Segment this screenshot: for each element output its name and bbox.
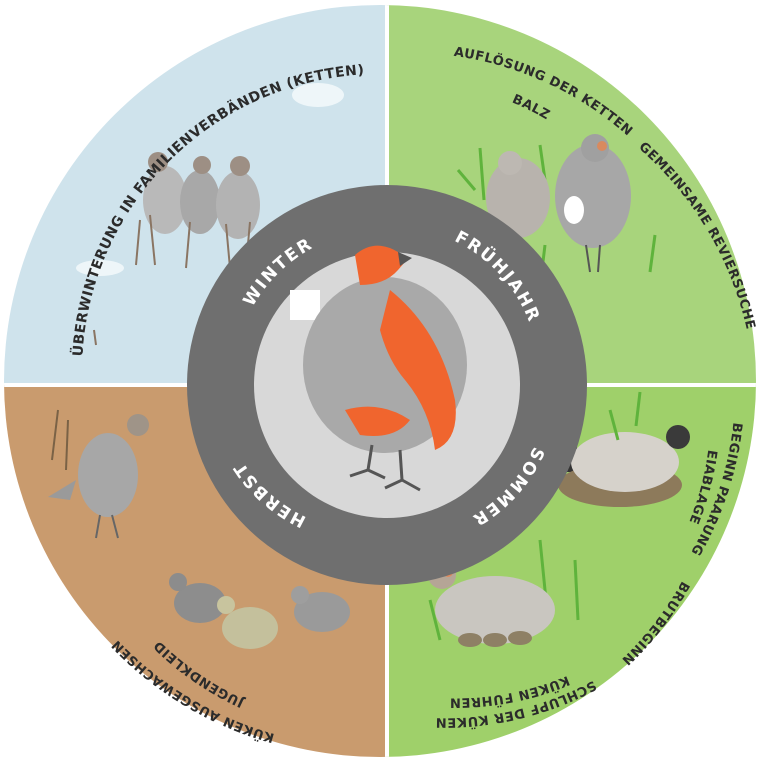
partridge-icon bbox=[303, 245, 467, 492]
partridge-pair-icon bbox=[456, 134, 657, 273]
partridge-flock-icon bbox=[76, 83, 344, 346]
partridge-juveniles-icon bbox=[48, 409, 350, 649]
